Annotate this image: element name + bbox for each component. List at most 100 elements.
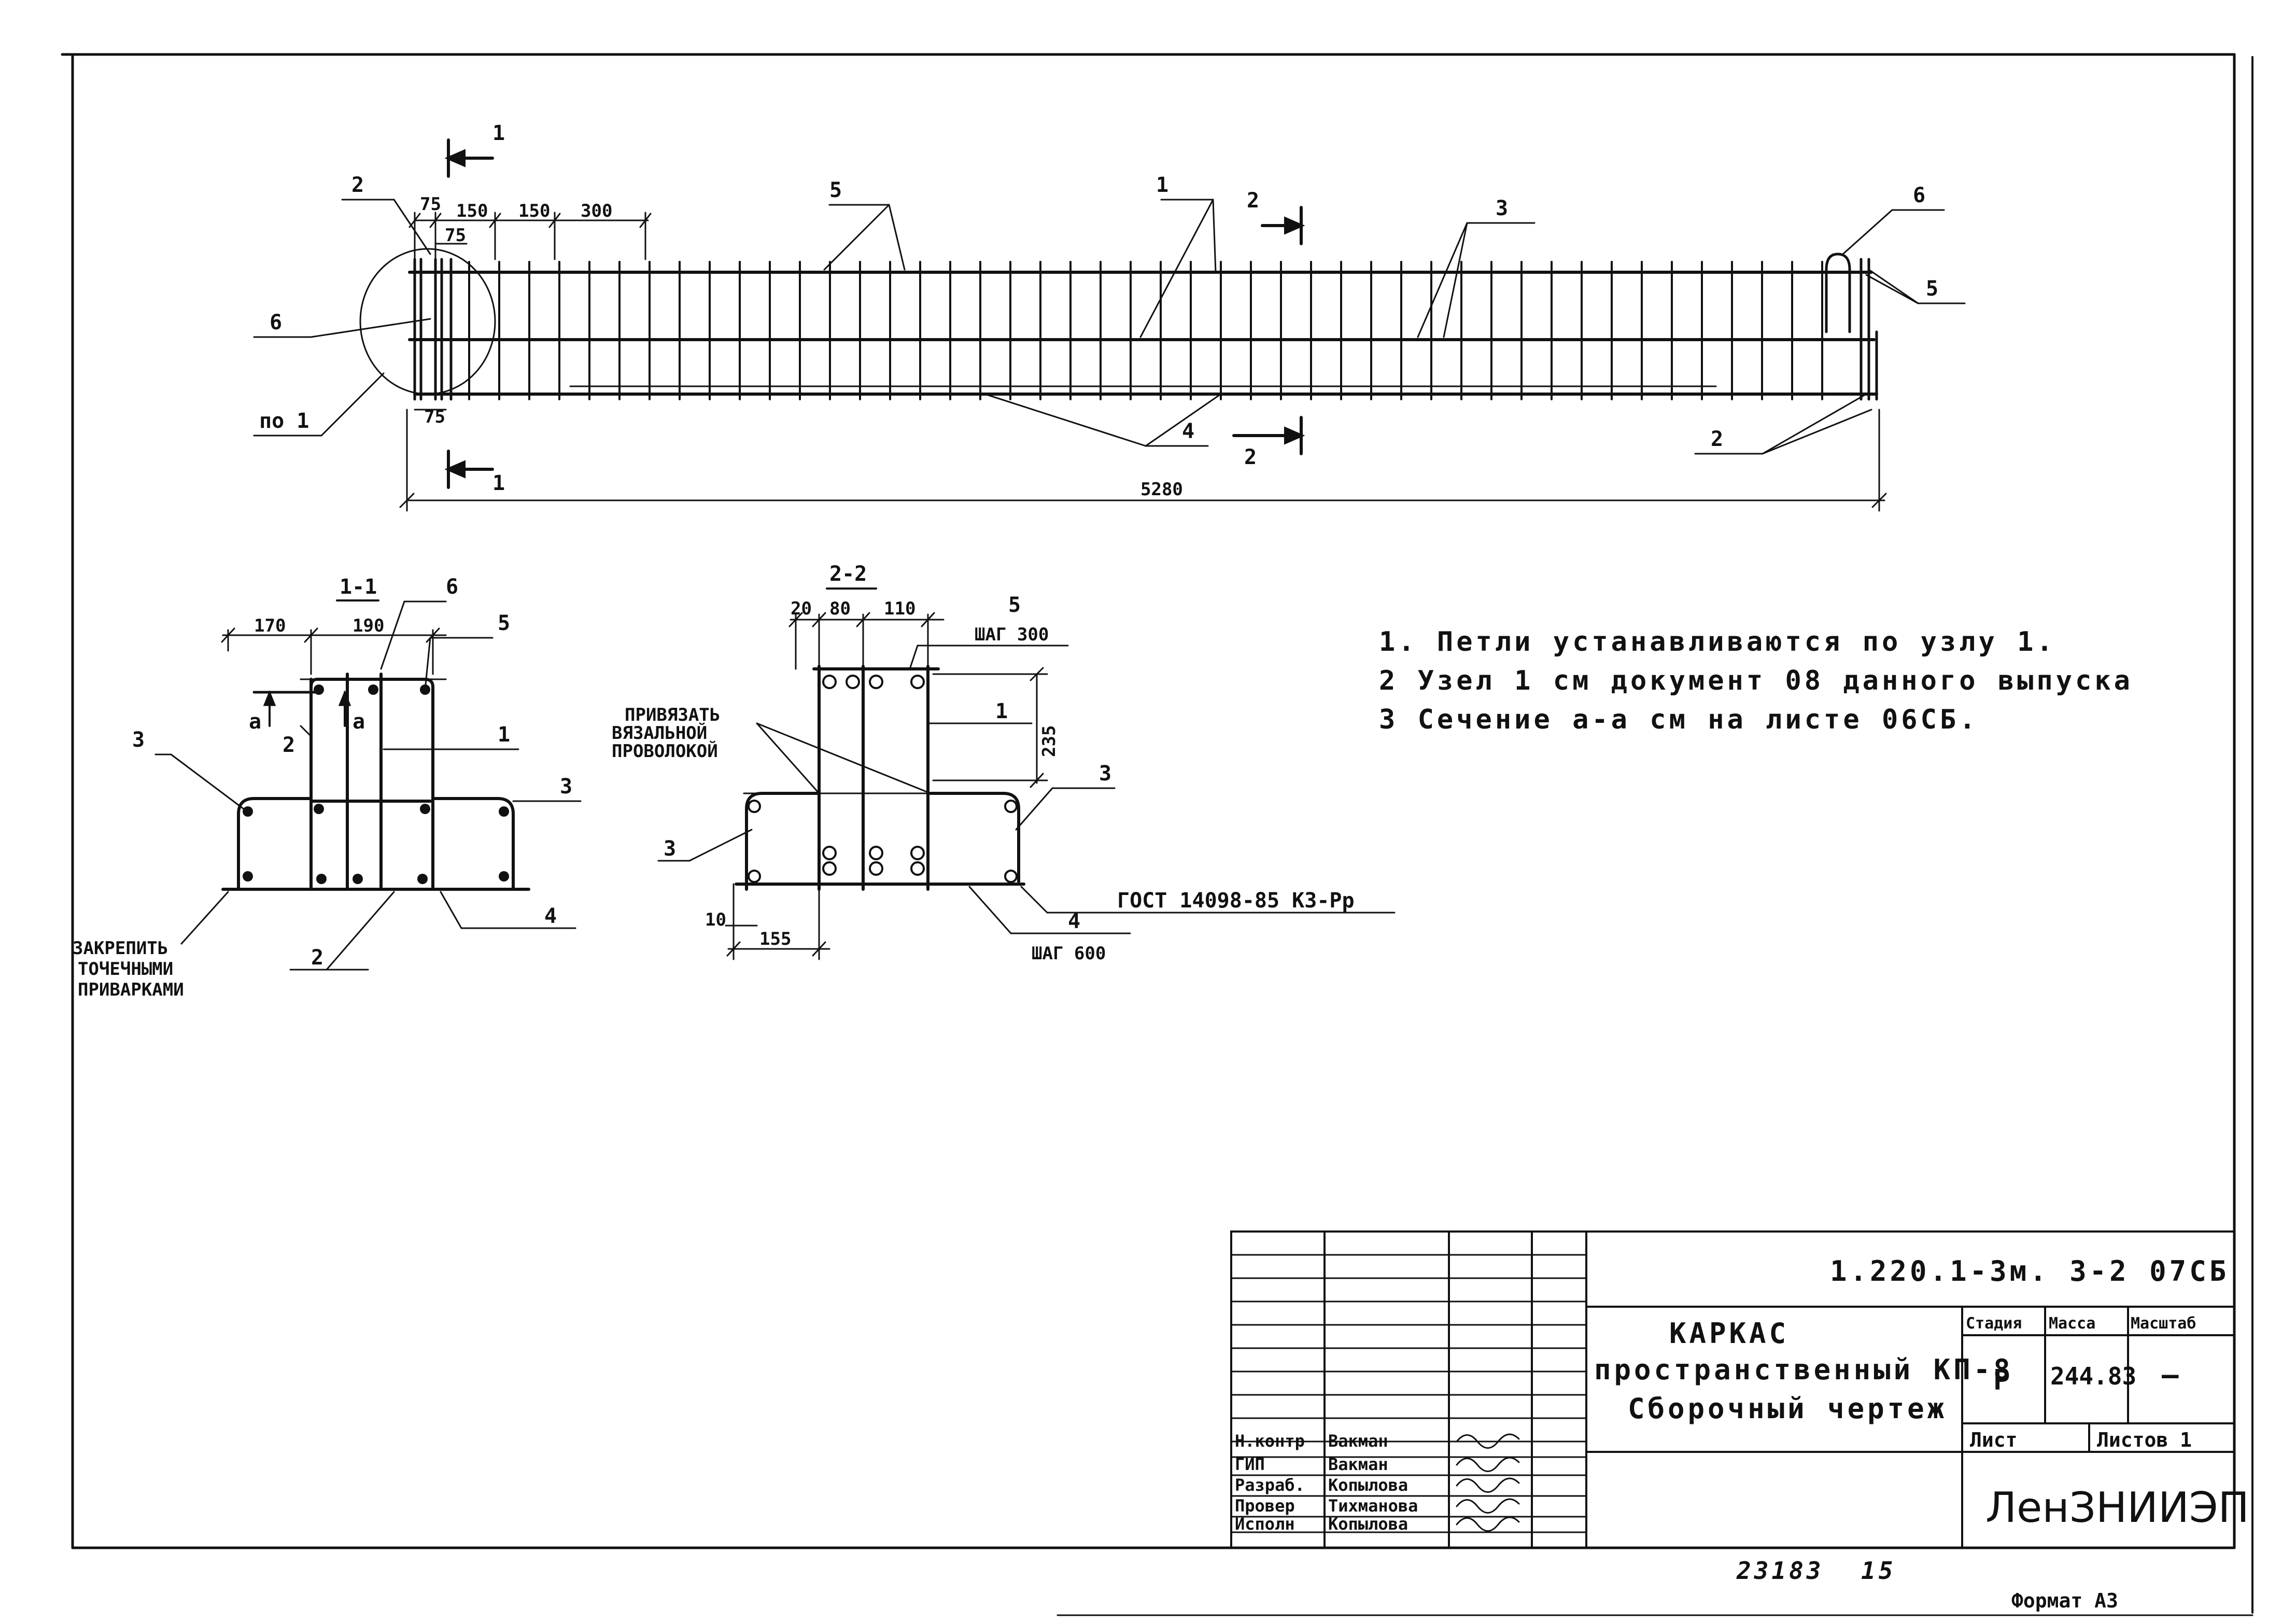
org-name: ЛенЗНИИЭП [1985,1484,2249,1532]
weld-note-1: ЗАКРЕПИТЬ [73,938,168,959]
s11-mark-1: 1 [498,723,510,747]
s11-mark-2-upper: 2 [283,733,295,757]
s22-gost: ГОСТ 14098-85 К3-Рр [1117,889,1355,913]
cut-1-top-label: 1 [492,121,505,145]
stage-label: Стадия [1966,1314,2022,1333]
s22-mark-4: 4 [1068,910,1080,933]
mark-3: 3 [1496,197,1508,220]
section-cut-2 [1232,206,1305,455]
s11-mark-2-lower: 2 [311,946,323,970]
s11-cut-a-right: а [353,710,365,734]
dim-300: 300 [581,201,612,221]
note-1: 1. Петли устанавливаются по узлу 1. [1379,626,2056,657]
overall-dimension [399,409,1887,512]
title-line-1: КАРКАС [1669,1317,1789,1350]
sheet-label: Лист [1970,1429,2018,1451]
elevation-view: 1 1 2 2 [253,121,1966,512]
note-2: 2 Узел 1 см документ 08 данного выпуска [1379,665,2133,696]
role-label: Исполн [1235,1514,1295,1534]
page-number: 15 [1861,1557,1896,1585]
s22-dim-110: 110 [884,598,915,619]
s11-mark-4: 4 [544,904,557,928]
s22-dim-20: 20 [791,598,812,619]
dim-total-length: 5280 [1140,479,1183,500]
mass-label: Масса [2049,1314,2095,1333]
scale-value: — [2162,1359,2182,1391]
role-label: ГИП [1235,1454,1265,1474]
sheets-label: Листов 1 [2097,1429,2192,1451]
s11-mark-3-left: 3 [132,728,145,752]
role-name: Тихманова [1328,1496,1418,1516]
role-label: Разраб. [1235,1475,1305,1495]
notes: 1. Петли устанавливаются по узлу 1. 2 Уз… [1379,626,2133,735]
mark-5-right: 5 [1926,277,1938,301]
s11-dim-190: 190 [353,615,384,636]
lifting-loop-right [1825,253,1851,333]
scale-label: Масштаб [2131,1314,2196,1333]
doc-code: 1.220.1-3м. 3-2 07СБ [1830,1255,2229,1288]
note-3: 3 Сечение а-а см на листе 06СБ. [1379,704,1979,735]
title-line-2: пространственный КП-8 [1594,1353,2013,1386]
s22-mark-1: 1 [995,699,1008,723]
signature-mark [1456,1498,1520,1514]
signature-mark [1456,1516,1520,1532]
tie-note-1: ПРИВЯЗАТЬ [625,705,720,725]
section-cut-1 [444,138,494,489]
cut-2-bottom-label: 2 [1244,445,1257,469]
mass-value: 244.83 [2050,1362,2136,1390]
dim-75-mid: 75 [445,225,466,246]
inventory-number: 23183 [1736,1557,1824,1585]
stirrups [468,261,1823,400]
role-label: Н.контр [1235,1431,1305,1451]
signature-mark [1456,1433,1520,1449]
section-1-1: 1-1 [73,575,582,1000]
weld-note-3: ПРИВАРКАМИ [78,980,184,1000]
s22-dim-235: 235 [1039,725,1060,757]
signature-mark [1456,1457,1520,1472]
signature-mark [1456,1477,1520,1493]
role-name: Вакман [1328,1454,1388,1474]
s22-dim-10: 10 [705,910,726,930]
dim-75-bottom: 75 [424,407,445,427]
mark-1: 1 [1156,173,1168,197]
mark-5-top: 5 [829,178,842,202]
s11-mark-6: 6 [446,575,458,599]
section-1-1-title: 1-1 [340,575,377,599]
role-name: Копылова [1328,1514,1408,1534]
s22-dim-80: 80 [829,598,851,619]
s11-mark-5: 5 [498,611,510,635]
tie-note-2: ВЯЗАЛЬНОЙ [612,722,707,744]
s22-step-300: ШАГ 300 [975,624,1049,645]
s22-dim-155: 155 [759,929,791,949]
top-dimension-chain [409,212,652,411]
cut-1-bottom-label: 1 [492,471,505,495]
section-2-2-title: 2-2 [829,562,867,586]
tie-note-3: ПРОВОЛОКОЙ [612,740,718,762]
dim-150-b: 150 [518,201,550,221]
role-name: Вакман [1328,1431,1388,1451]
role-name: Копылова [1328,1475,1408,1495]
s11-cut-a-left: а [249,710,261,734]
dim-150-a: 150 [456,201,488,221]
cut-2-top-label: 2 [1247,189,1259,213]
leaders [253,199,1966,455]
weld-note-2: ТОЧЕЧНЫМИ [78,959,173,980]
role-label: Провер [1235,1496,1295,1516]
mark-4: 4 [1182,419,1194,443]
s22-step-600: ШАГ 600 [1032,943,1106,964]
dim-75-top: 75 [420,194,441,215]
longitudinal-bars [408,271,1878,396]
s11-mark-3-right: 3 [560,775,572,799]
end-bars [413,258,1878,401]
stage-value: Р [1993,1364,2013,1396]
mark-2-left: 2 [351,173,364,197]
mark-2-right: 2 [1711,427,1723,451]
s22-mark-3-right: 3 [1099,762,1111,786]
s22-mark-5: 5 [1008,593,1021,617]
mark-6-right: 6 [1913,184,1925,207]
node-ref-label: по 1 [259,409,309,433]
mark-6-left: 6 [270,311,282,334]
s11-dim-170: 170 [254,615,286,636]
